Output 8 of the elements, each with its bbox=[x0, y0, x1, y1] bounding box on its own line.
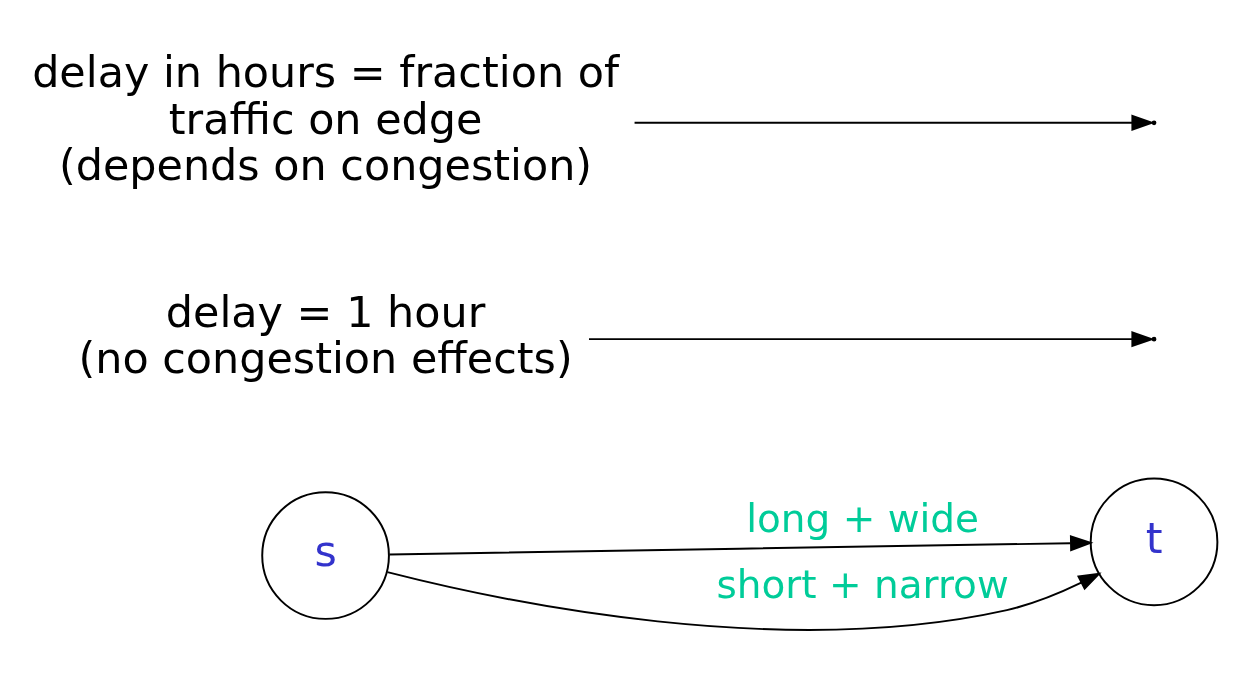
arrow bbox=[388, 535, 1094, 556]
arrow bbox=[386, 571, 1102, 631]
node-circle: s bbox=[261, 491, 390, 620]
edge-label: short + narrow bbox=[716, 562, 1009, 608]
node-text: delay = 1 hour (no congestion effects) bbox=[78, 286, 573, 384]
node-circle: t bbox=[1089, 477, 1219, 607]
edge-label: long + wide bbox=[746, 496, 980, 542]
node-text: delay in hours = fraction of traffic on edge (depends on congestion) bbox=[32, 46, 620, 191]
